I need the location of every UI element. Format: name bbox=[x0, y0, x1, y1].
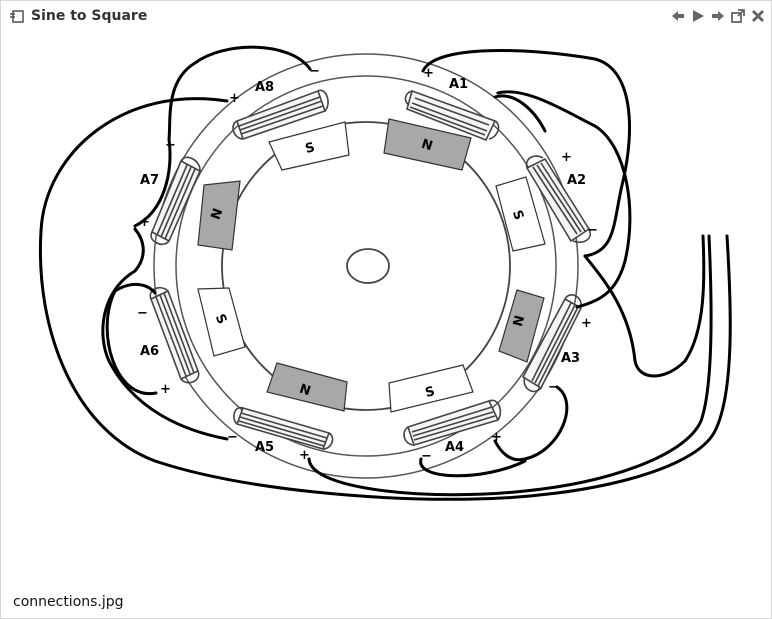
coil-a7 bbox=[150, 156, 202, 246]
polarity-signs: + − + − + − + − + − + − + − + − bbox=[137, 64, 598, 464]
coil-label-a6: A6 bbox=[140, 344, 159, 359]
plus-sign: + bbox=[139, 215, 150, 230]
window-controls bbox=[670, 8, 766, 26]
minus-sign: − bbox=[548, 380, 559, 395]
connections-diagram: N S N S N S N S bbox=[38, 45, 732, 501]
shaft-hole bbox=[346, 248, 390, 284]
outer-ring bbox=[153, 53, 579, 479]
coil-a4 bbox=[403, 399, 502, 446]
window-title: Sine to Square bbox=[31, 8, 148, 24]
back-icon[interactable] bbox=[670, 8, 686, 24]
magnet-label: N bbox=[511, 314, 528, 328]
close-icon[interactable] bbox=[750, 8, 766, 24]
coil-label-a7: A7 bbox=[140, 173, 159, 188]
minus-sign: − bbox=[587, 223, 598, 238]
coil-a1 bbox=[404, 89, 500, 142]
coil-label-a3: A3 bbox=[561, 351, 580, 366]
connection-wires bbox=[38, 45, 732, 501]
minus-sign: − bbox=[137, 306, 148, 321]
magnet-n-bottom: N bbox=[266, 362, 348, 412]
minus-sign: − bbox=[309, 64, 320, 79]
forward-icon[interactable] bbox=[710, 8, 726, 24]
play-icon[interactable] bbox=[690, 8, 706, 24]
coil-a5 bbox=[233, 406, 334, 450]
popout-icon[interactable] bbox=[730, 8, 746, 24]
magnet-label: S bbox=[304, 140, 317, 157]
plus-sign: + bbox=[491, 430, 502, 445]
title-bar: Sine to Square bbox=[1, 1, 771, 33]
coil-a3 bbox=[521, 294, 583, 393]
minus-sign: − bbox=[227, 430, 238, 445]
middle-ring bbox=[175, 75, 557, 457]
plus-sign: + bbox=[160, 382, 171, 397]
magnet-label: S bbox=[424, 384, 437, 401]
plus-sign: + bbox=[561, 150, 572, 165]
coil-label-a4: A4 bbox=[445, 440, 464, 455]
magnet-s-bottom: S bbox=[388, 364, 474, 413]
coil-label-a2: A2 bbox=[567, 173, 586, 188]
magnet-label: N bbox=[419, 137, 434, 155]
magnet-s-left: S bbox=[197, 287, 246, 357]
magnet-s-top: S bbox=[268, 121, 350, 171]
window-icon bbox=[10, 10, 24, 23]
coil-label-a5: A5 bbox=[255, 440, 274, 455]
magnet-label: N bbox=[209, 206, 227, 221]
image-filename: connections.jpg bbox=[13, 594, 124, 610]
rotor-ring bbox=[221, 121, 511, 411]
minus-sign: − bbox=[421, 449, 432, 464]
magnet-n-right: N bbox=[498, 289, 545, 363]
magnet-n-left: N bbox=[197, 180, 241, 251]
plus-sign: + bbox=[423, 66, 434, 81]
coil-a8 bbox=[232, 89, 329, 141]
magnet-label: N bbox=[297, 382, 312, 400]
magnet-n-top: N bbox=[383, 118, 472, 171]
magnet-s-right: S bbox=[495, 176, 546, 252]
coil-label-a1: A1 bbox=[449, 77, 468, 92]
coil-label-a8: A8 bbox=[255, 80, 274, 95]
coil-a6 bbox=[149, 287, 200, 384]
plus-sign: + bbox=[299, 448, 310, 463]
coil-a2 bbox=[525, 155, 591, 244]
plus-sign: + bbox=[229, 91, 240, 106]
plus-sign: + bbox=[581, 316, 592, 331]
